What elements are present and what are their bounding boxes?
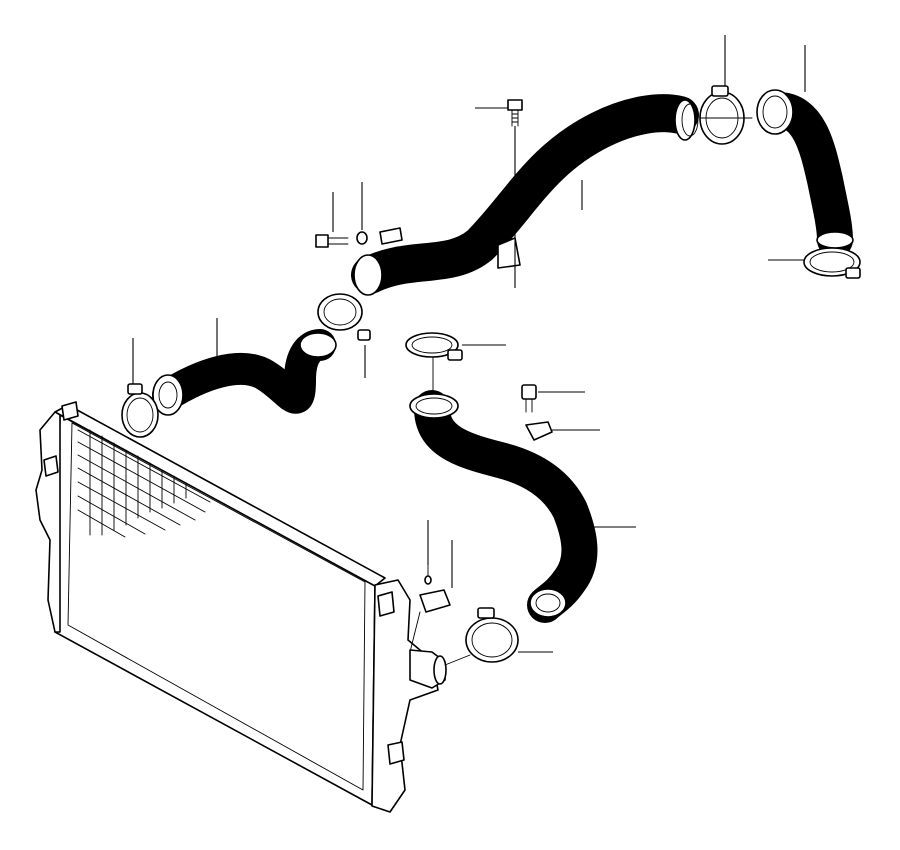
upper-charge-air-pipe: [351, 94, 699, 296]
intercooler-radiator: [35, 401, 447, 813]
pressure-sensor: [521, 384, 537, 413]
mid-hose-clamp: [317, 293, 371, 341]
right-bottom-clamp: [803, 247, 861, 279]
left-hose-clamp: [121, 383, 159, 438]
right-elbow-hose: [756, 89, 854, 258]
small-bolt-and-washer: [315, 231, 368, 248]
left-charge-air-hose: [152, 329, 337, 416]
lower-hose-clamp: [465, 607, 519, 663]
lower-charge-air-hose: [409, 390, 598, 623]
sensor-bracket: [525, 421, 553, 441]
top-hose-clamp: [699, 85, 745, 145]
top-bolt: [507, 99, 523, 127]
center-hose-clamp: [405, 332, 463, 361]
core-grid: [77, 429, 211, 538]
hose-clip: [419, 564, 451, 613]
leader-lines: [132, 35, 806, 653]
